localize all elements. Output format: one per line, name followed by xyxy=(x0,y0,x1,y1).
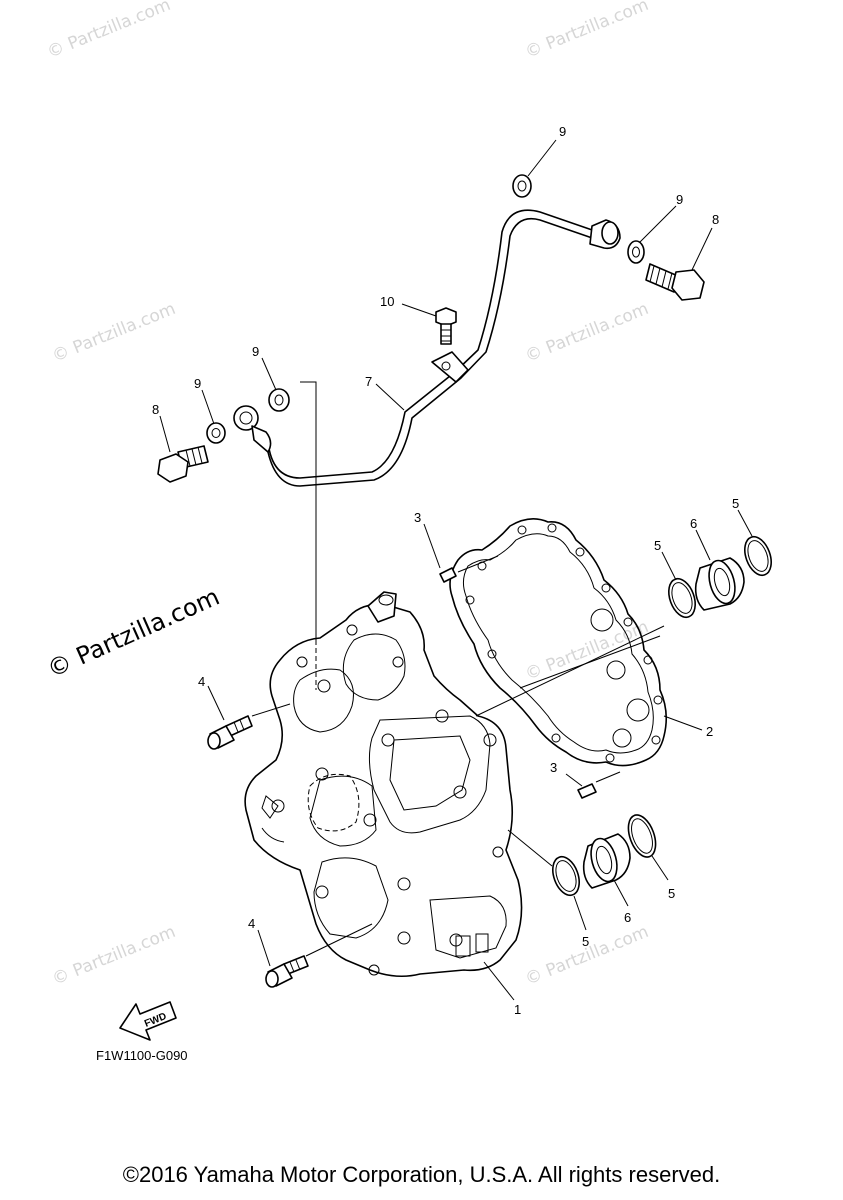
callout-9: 9 xyxy=(252,344,259,359)
dowel-pins xyxy=(439,567,597,799)
fwd-arrow-icon: FWD xyxy=(119,1001,177,1041)
callout-1: 1 xyxy=(514,1002,521,1017)
callout-6: 6 xyxy=(624,910,631,925)
callout-3: 3 xyxy=(550,760,557,775)
callout-3: 3 xyxy=(414,510,421,525)
callout-4: 4 xyxy=(198,674,205,689)
union-bolts xyxy=(157,263,705,483)
orings-collars-upper xyxy=(668,535,772,619)
callout-2: 2 xyxy=(706,724,713,739)
watermark: © Partzilla.com xyxy=(49,922,178,990)
callout-8: 8 xyxy=(152,402,159,417)
watermark: © Partzilla.com xyxy=(522,922,651,990)
gasket xyxy=(449,518,668,767)
callout-4: 4 xyxy=(248,916,255,931)
watermark: © Partzilla.com xyxy=(522,617,651,685)
callout-9: 9 xyxy=(676,192,683,207)
callout-5: 5 xyxy=(732,496,739,511)
callout-5: 5 xyxy=(654,538,661,553)
callout-10: 10 xyxy=(380,294,394,309)
callout-6: 6 xyxy=(690,516,697,531)
watermark: © Partzilla.com xyxy=(44,0,173,63)
watermark-large: © Partzilla.com xyxy=(43,583,224,684)
oil-pipe xyxy=(233,209,621,487)
washers xyxy=(206,174,645,444)
diagram-code: F1W1100-G090 xyxy=(96,1048,188,1063)
callout-numbers: 9 9 8 10 7 9 9 8 3 5 6 5 2 4 3 4 5 6 5 1 xyxy=(152,124,739,1017)
callout-9: 9 xyxy=(194,376,201,391)
assembly-lines xyxy=(251,381,665,957)
orings-collars-lower xyxy=(552,814,657,897)
watermark: © Partzilla.com xyxy=(522,0,651,63)
callout-5: 5 xyxy=(582,934,589,949)
callout-5: 5 xyxy=(668,886,675,901)
bolt-10 xyxy=(435,307,457,345)
leader-lines xyxy=(159,139,753,1001)
crankcase-cover xyxy=(244,591,523,978)
callout-8: 8 xyxy=(712,212,719,227)
copyright-notice: ©2016 Yamaha Motor Corporation, U.S.A. A… xyxy=(122,1162,721,1187)
watermark: © Partzilla.com xyxy=(49,299,178,367)
watermark: © Partzilla.com xyxy=(522,299,651,367)
callout-9: 9 xyxy=(559,124,566,139)
callout-7: 7 xyxy=(365,374,372,389)
bolts-4 xyxy=(207,715,309,988)
